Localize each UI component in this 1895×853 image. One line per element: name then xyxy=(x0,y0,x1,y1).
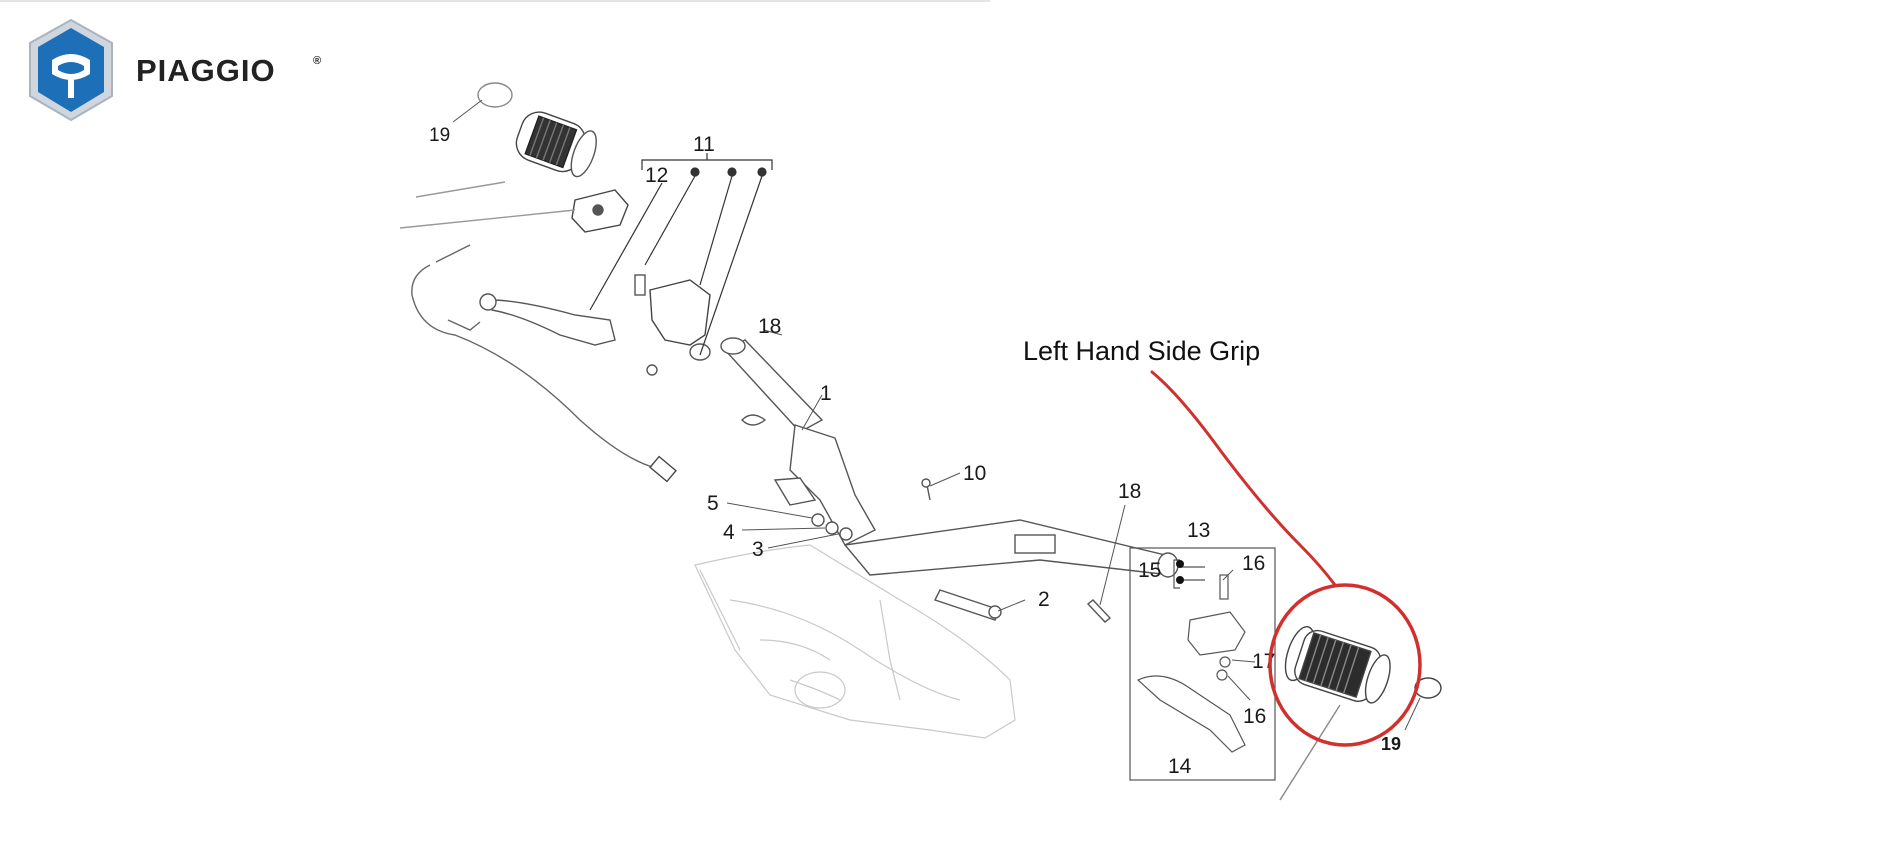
part-label: 1 xyxy=(820,382,832,405)
part-label: 5 xyxy=(707,492,719,515)
red-callout: Left Hand Side Grip xyxy=(1023,336,1422,747)
callout-pointer-line xyxy=(1150,370,1337,587)
part-label: 12 xyxy=(645,164,668,187)
part-label: 11 xyxy=(693,133,715,156)
right-grip-assembly xyxy=(399,82,711,483)
part-group-13-box xyxy=(1129,547,1276,781)
part-label: 13 xyxy=(1187,519,1210,542)
piaggio-logo: PIAGGIO ® xyxy=(29,18,322,122)
part-15-bullets xyxy=(1176,560,1184,584)
brand-registered-mark: ® xyxy=(313,55,322,67)
part-label: 18 xyxy=(1118,480,1141,503)
part-label: 18 xyxy=(758,315,781,338)
part-label: 10 xyxy=(963,462,986,485)
handlebar-assembly xyxy=(720,337,1179,623)
part-label: 14 xyxy=(1168,755,1192,778)
part-label: 16 xyxy=(1242,552,1265,575)
scooter-frame-outline xyxy=(694,544,1016,739)
part-group-11-bracket xyxy=(589,153,773,356)
part-label: 19 xyxy=(1381,734,1401,754)
callout-circle xyxy=(1268,583,1422,747)
part-label: 15 xyxy=(1138,559,1161,582)
part-label: 3 xyxy=(752,538,764,561)
piaggio-shield-icon xyxy=(29,18,113,122)
part-label: 16 xyxy=(1243,705,1266,728)
brand-name: PIAGGIO xyxy=(136,53,276,88)
part-number-labels: 19 11 12 18 1 10 5 4 3 18 13 15 16 2 17 … xyxy=(429,125,1401,778)
part-label: 2 xyxy=(1038,588,1050,611)
part-label: 4 xyxy=(723,521,735,544)
leader-lines xyxy=(452,99,1421,731)
part-label: 19 xyxy=(429,125,450,146)
left-hand-side-grip xyxy=(1279,625,1442,801)
callout-text: Left Hand Side Grip xyxy=(1023,336,1260,366)
